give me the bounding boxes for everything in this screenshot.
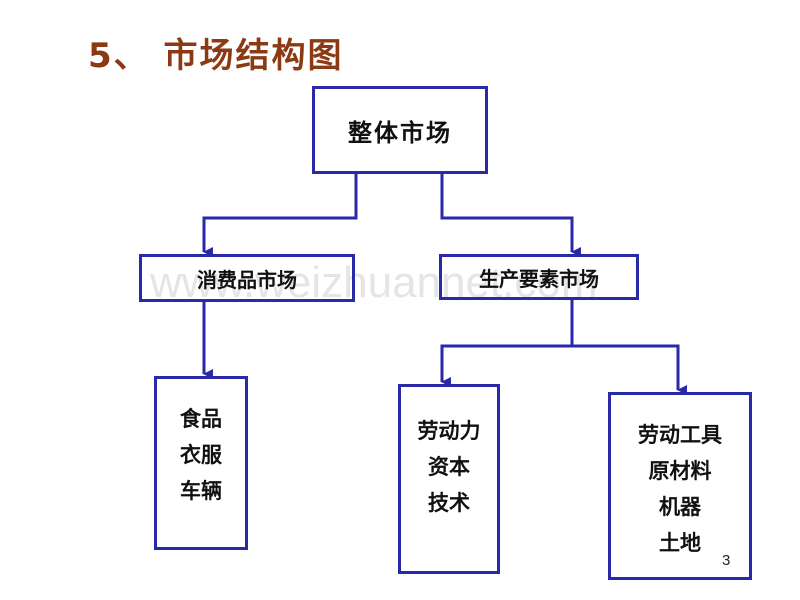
- tools-land-item: 原材料: [648, 459, 712, 483]
- connector-root-factor: [440, 174, 581, 257]
- labor-capital-item: 资本: [428, 455, 470, 479]
- consumer-goods-item: 衣服: [180, 443, 222, 467]
- node-factor-market: 生产要素市场: [439, 254, 639, 300]
- node-overall-market: 整体市场: [312, 86, 488, 174]
- labor-capital-item: 劳动力: [417, 419, 481, 443]
- node-consumer-market: 消费品市场: [139, 254, 355, 302]
- node-consumer-market-label: 消费品市场: [197, 267, 297, 292]
- consumer-goods-item: 车辆: [180, 479, 222, 503]
- node-factor-market-label: 生产要素市场: [479, 266, 599, 291]
- node-consumer-goods: 食品 衣服 车辆: [154, 376, 248, 550]
- consumer-goods-item: 食品: [180, 407, 222, 431]
- node-overall-market-label: 整体市场: [348, 118, 452, 147]
- labor-capital-item: 技术: [428, 491, 470, 515]
- connector-root-consumer: [202, 174, 358, 257]
- connector-factor-labor: [440, 344, 572, 387]
- slide-title: 5、 市场结构图: [88, 36, 344, 76]
- node-labor-capital: 劳动力 资本 技术: [398, 384, 500, 574]
- tools-land-item: 机器: [659, 495, 701, 519]
- node-tools-land: 劳动工具 原材料 机器 土地: [608, 392, 752, 580]
- tools-land-item: 土地: [659, 531, 701, 555]
- tools-land-item: 劳动工具: [638, 423, 722, 447]
- page-number: 3: [722, 552, 731, 569]
- connector-factor-tools: [572, 344, 687, 395]
